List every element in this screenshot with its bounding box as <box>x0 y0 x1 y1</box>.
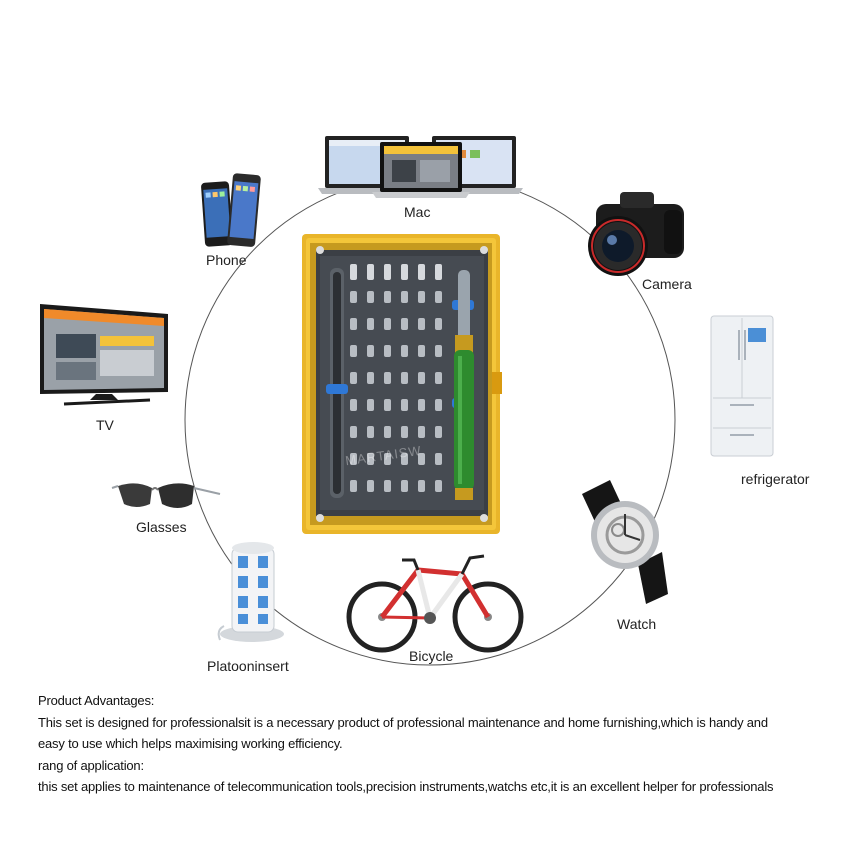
screwdriver-bit <box>350 399 357 411</box>
screwdriver-bit <box>384 318 391 330</box>
screwdriver-bit <box>367 291 374 303</box>
label-phone: Phone <box>206 252 247 268</box>
screwdriver-bit <box>384 372 391 384</box>
advantages-heading: Product Advantages: <box>38 693 155 708</box>
screwdriver-bit <box>384 291 391 303</box>
screwdriver-bit <box>367 426 374 438</box>
screwdriver-bit <box>435 264 442 280</box>
screwdriver-bit <box>418 345 425 357</box>
screwdriver-bit <box>350 480 357 492</box>
screwdriver-bit <box>401 318 408 330</box>
screwdriver-bit <box>384 399 391 411</box>
screwdriver-bit <box>435 399 442 411</box>
screwdriver-bit <box>418 318 425 330</box>
screwdriver-bit <box>435 291 442 303</box>
screwdriver-bit <box>418 480 425 492</box>
screwdriver-bit <box>401 453 408 465</box>
screwdriver-bit <box>401 372 408 384</box>
screwdriver-bit <box>401 291 408 303</box>
screwdriver-bit <box>401 399 408 411</box>
label-watch: Watch <box>617 616 657 632</box>
screwdriver-bit <box>435 318 442 330</box>
screwdriver-bit <box>418 291 425 303</box>
screwdriver-bit <box>418 453 425 465</box>
advantages-text-line2: easy to use which helps maximising worki… <box>38 736 343 751</box>
screwdriver-bit <box>367 453 374 465</box>
label-platooninsert: Platooninsert <box>207 658 289 674</box>
screwdriver-bit <box>350 426 357 438</box>
label-bicycle: Bicycle <box>409 648 454 664</box>
screwdriver-bit <box>418 264 425 280</box>
screwdriver-bit <box>401 426 408 438</box>
screwdriver-bit <box>384 426 391 438</box>
label-glasses: Glasses <box>136 519 187 535</box>
screwdriver-bit <box>367 480 374 492</box>
screwdriver-bit <box>435 372 442 384</box>
screwdriver-bit <box>401 345 408 357</box>
screwdriver-bit <box>435 453 442 465</box>
advantages-text-line1: This set is designed for professionalsit… <box>38 714 768 730</box>
screwdriver-bit <box>384 453 391 465</box>
screwdriver-bit <box>418 372 425 384</box>
screwdriver-bit <box>367 399 374 411</box>
label-camera: Camera <box>642 276 692 292</box>
screwdriver-bit <box>367 318 374 330</box>
screwdriver-bit <box>435 426 442 438</box>
screwdriver-bit <box>384 264 391 280</box>
screwdriver-bit <box>401 264 408 280</box>
screwdriver-bit <box>384 480 391 492</box>
label-refrigerator: refrigerator <box>741 471 810 487</box>
screwdriver-bit <box>435 345 442 357</box>
screwdriver-bit <box>418 399 425 411</box>
screwdriver-bit <box>384 345 391 357</box>
screwdriver-bit <box>367 264 374 280</box>
screwdriver-bit <box>367 345 374 357</box>
screwdriver-bit <box>401 480 408 492</box>
screwdriver-bit <box>350 318 357 330</box>
label-tv: TV <box>96 417 114 433</box>
product-description: Product Advantages: This set is designed… <box>38 690 838 798</box>
screwdriver-bit <box>418 426 425 438</box>
screwdriver-bit <box>350 264 357 280</box>
screwdriver-bit <box>435 480 442 492</box>
application-text: this set applies to maintenance of telec… <box>38 779 774 794</box>
screwdriver-bit <box>367 372 374 384</box>
application-heading: rang of application: <box>38 757 144 773</box>
screwdriver-bit <box>350 345 357 357</box>
screwdriver-bit <box>350 291 357 303</box>
screwdriver-bit <box>350 453 357 465</box>
label-mac: Mac <box>404 204 431 220</box>
screwdriver-bit <box>350 372 357 384</box>
